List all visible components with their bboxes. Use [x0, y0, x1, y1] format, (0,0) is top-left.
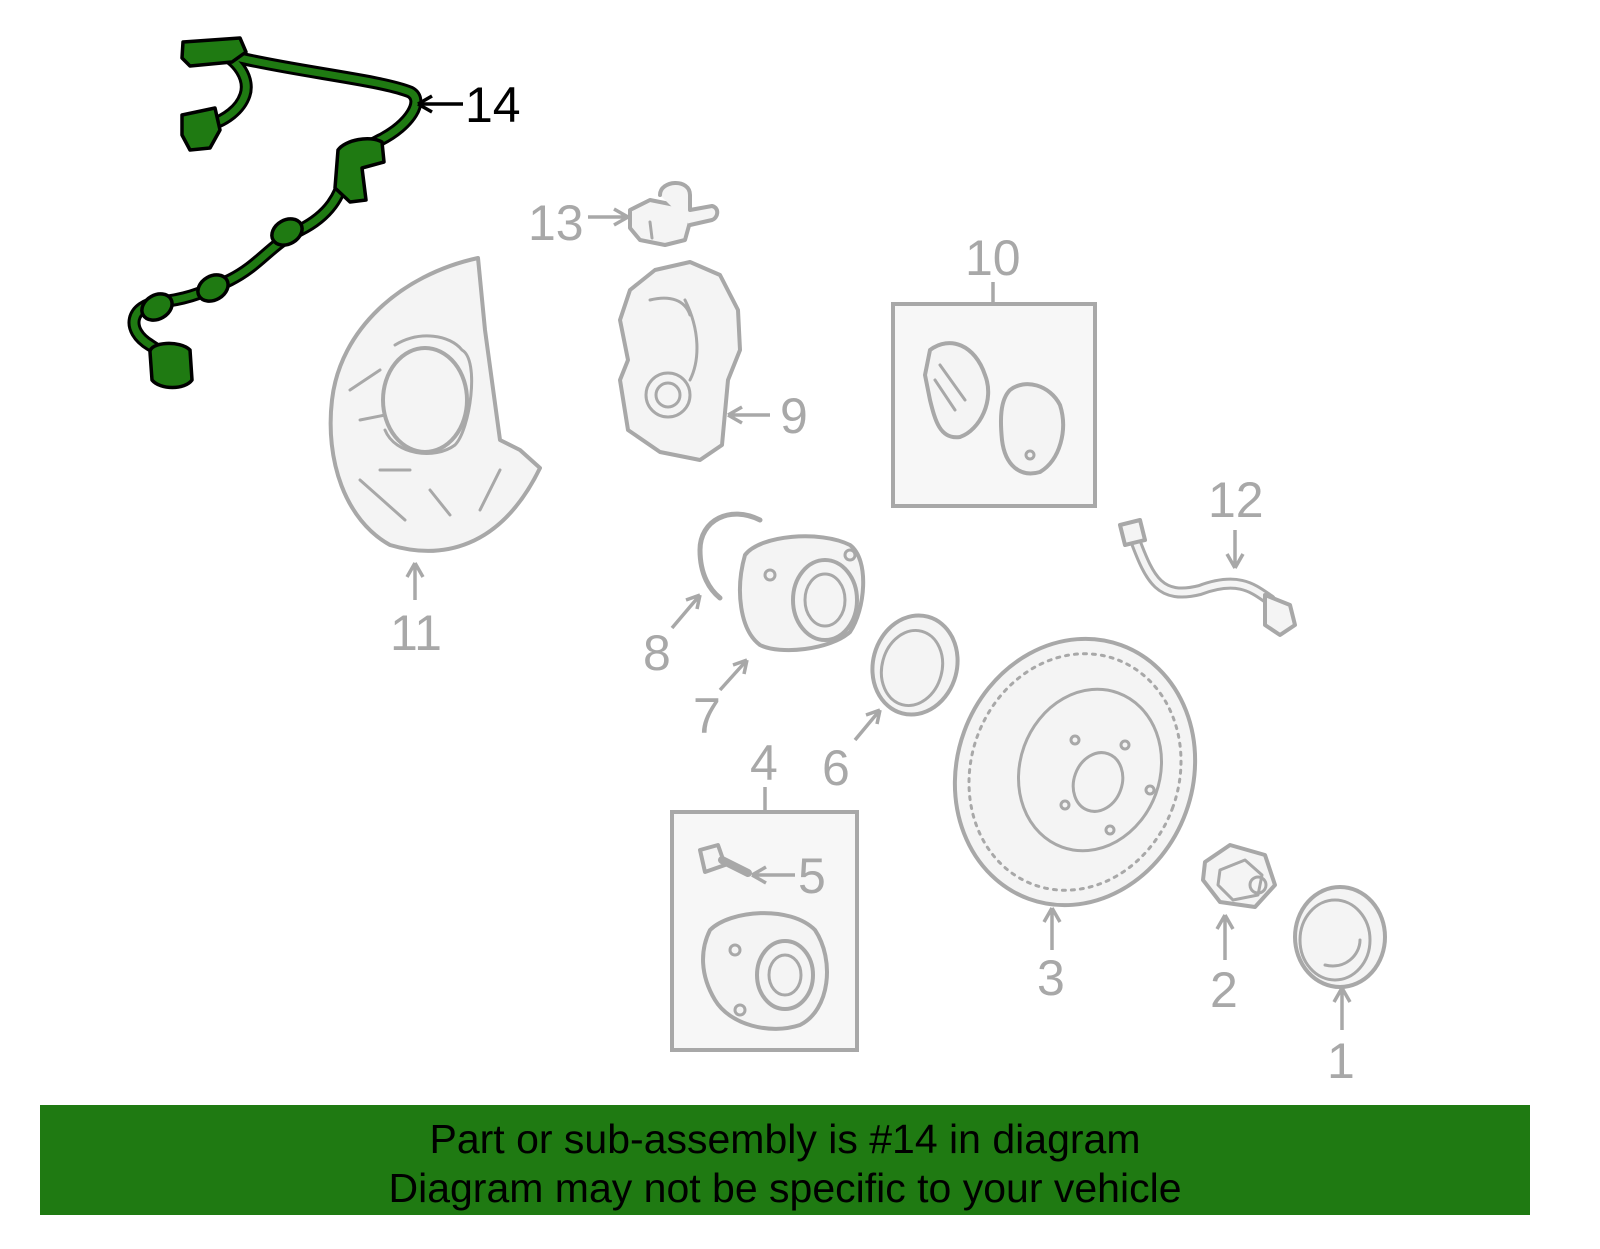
part-1-hub-cap[interactable]: [1293, 885, 1387, 989]
part-8-snap-ring[interactable]: [697, 511, 763, 601]
callout-10: 10: [965, 230, 1021, 286]
part-10-brake-pads[interactable]: [891, 302, 1097, 508]
part-info-banner: Part or sub-assembly is #14 in diagram D…: [40, 1105, 1530, 1215]
callout-9: 9: [780, 388, 808, 444]
part-11-dust-shield[interactable]: [328, 256, 542, 553]
part-6-wheel-bearing[interactable]: [861, 606, 968, 724]
part-7-hub-flange[interactable]: [738, 534, 866, 653]
banner-part-line: Part or sub-assembly is #14 in diagram: [429, 1116, 1141, 1162]
callout-2: 2: [1210, 962, 1238, 1018]
banner-disclaimer-line: Diagram may not be specific to your vehi…: [388, 1165, 1182, 1211]
leader-lines: [405, 94, 1352, 1030]
callout-13: 13: [528, 195, 584, 251]
callout-4: 4: [750, 735, 778, 791]
part-9-brake-caliper[interactable]: [618, 260, 742, 462]
callout-3: 3: [1037, 950, 1065, 1006]
callout-11: 11: [390, 605, 442, 661]
part-14-abs-sensor-wire[interactable]: [127, 36, 423, 390]
callout-7: 7: [693, 688, 721, 744]
part-13-sensor-clip[interactable]: [628, 181, 720, 247]
part-5-hub-bolt[interactable]: [698, 843, 752, 877]
part-2-lug-nut[interactable]: [1201, 843, 1277, 909]
part-12-brake-hose[interactable]: [1118, 518, 1297, 637]
part-3-brake-rotor[interactable]: [918, 605, 1232, 939]
callout-6: 6: [822, 740, 850, 796]
callout-14: 14: [465, 77, 521, 133]
callout-8: 8: [643, 625, 671, 681]
callout-5: 5: [798, 848, 826, 904]
callout-12: 12: [1208, 472, 1264, 528]
callout-1: 1: [1327, 1033, 1355, 1089]
part-4-hub-assembly[interactable]: [670, 810, 859, 1052]
